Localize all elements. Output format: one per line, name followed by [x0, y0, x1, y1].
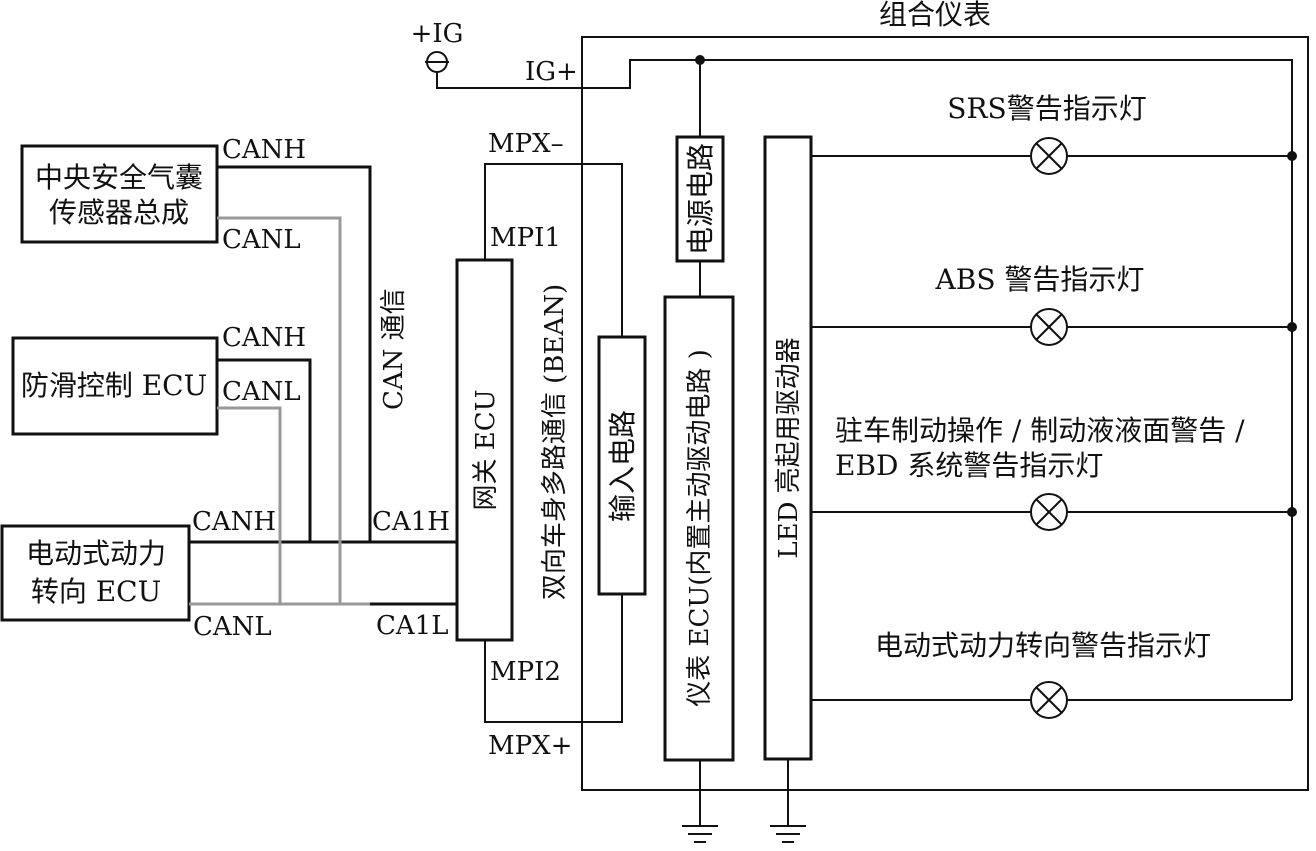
- eps-canh-label: CANH: [192, 507, 276, 537]
- mpi2-label: MPI2: [490, 657, 561, 687]
- lamp-abs-label: ABS 警告指示灯: [935, 263, 1145, 296]
- meter-ecu-box: [663, 295, 735, 762]
- mpx-plus-label: MPX+: [488, 731, 572, 761]
- mpi1-label: MPI1: [490, 223, 561, 253]
- lamp-brake-ebd-label-2: EBD 系统警告指示灯: [835, 449, 1103, 482]
- ig-terminal-label: +IG: [411, 19, 464, 49]
- abs-canh-label: CANH: [222, 323, 306, 353]
- canl-bus-wires: [189, 216, 457, 606]
- airbag-sensor-label-2: 传感器总成: [49, 196, 189, 229]
- airbag-canl-label: CANL: [222, 225, 301, 255]
- airbag-sensor-label-1: 中央安全气囊: [35, 161, 203, 194]
- gateway-ecu-label: 网关 ECU: [471, 389, 501, 510]
- mpx-minus-label: MPX–: [488, 129, 564, 159]
- input-circuit-label: 输入电路: [606, 410, 639, 522]
- led-driver-label: LED 亮起用驱动器: [774, 337, 804, 558]
- lamp-brake-ebd: [811, 493, 1297, 531]
- airbag-sensor-box: [20, 144, 219, 244]
- ig-terminal-symbol: [425, 51, 449, 73]
- eps-ecu-box: [0, 524, 191, 622]
- lamp-eps-label: 电动式动力转向警告指示灯: [875, 629, 1211, 662]
- abs-canl-label: CANL: [222, 377, 301, 407]
- lamp-abs: [811, 308, 1297, 346]
- ig-plus-label: IG+: [525, 57, 578, 87]
- ground-symbol-led: [770, 759, 806, 843]
- bean-bus-wires: [484, 163, 623, 723]
- airbag-canh-label: CANH: [222, 135, 306, 165]
- combination-meter-title: 组合仪表: [879, 0, 991, 31]
- power-circuit-label: 电源电路: [684, 143, 717, 255]
- led-driver-box: [763, 135, 813, 761]
- lamp-brake-ebd-label-1: 驻车制动操作 / 制动液液面警告 /: [835, 414, 1245, 447]
- ca1h-label: CA1H: [372, 507, 450, 537]
- eps-canl-label: CANL: [193, 612, 272, 642]
- meter-ecu-label: 仪表 ECU(内置主动驱动电路 ): [685, 349, 715, 707]
- ground-symbol-meter: [682, 760, 718, 843]
- abs-ecu-label: 防滑控制 ECU: [21, 369, 207, 402]
- input-circuit-box: [597, 335, 647, 596]
- can-comm-label: CAN 通信: [379, 288, 409, 410]
- ig-wire: [436, 59, 1293, 700]
- ca1l-label: CA1L: [376, 611, 448, 641]
- combination-meter-frame: [581, 36, 1309, 791]
- lamp-srs-label: SRS警告指示灯: [947, 92, 1146, 125]
- abs-ecu-box: [11, 336, 219, 436]
- power-circuit-box: [675, 135, 725, 263]
- bean-comm-label: 双向车身多路通信 (BEAN): [540, 284, 570, 600]
- eps-ecu-label-1: 电动式动力: [26, 537, 166, 570]
- lamp-eps: [811, 681, 1292, 719]
- eps-ecu-label-2: 转向 ECU: [31, 575, 161, 608]
- lamp-srs: [811, 137, 1297, 175]
- canh-bus-wires: [189, 165, 457, 544]
